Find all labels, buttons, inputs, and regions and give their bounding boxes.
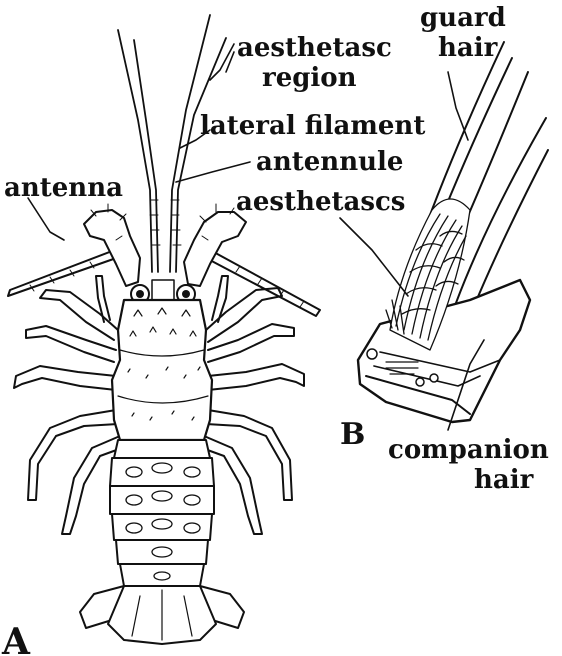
label-aesthetasc-region-line2: region — [262, 63, 357, 93]
carapace — [112, 300, 212, 440]
abdomen — [110, 440, 214, 586]
panel-letter-b: B — [340, 417, 365, 452]
walking-legs-right — [202, 276, 304, 534]
label-antenna: antenna — [4, 173, 123, 203]
label-aesthetascs: aesthetascs — [236, 187, 405, 217]
walking-legs-left — [14, 276, 122, 534]
label-lateral-filament: lateral filament — [200, 111, 425, 141]
antennal-base-left — [84, 210, 140, 286]
label-companion-hair-line2: hair — [474, 465, 534, 495]
label-guard-hair-line1: guard — [420, 3, 506, 33]
label-guard-hair-line2: hair — [438, 33, 498, 63]
label-antennule: antennule — [256, 147, 403, 177]
lobster-illustration — [8, 15, 320, 644]
tail-fan — [80, 586, 244, 644]
antennule-segment-illustration — [358, 42, 548, 422]
antenna-left — [8, 248, 122, 296]
label-companion-hair-line1: companion — [388, 435, 549, 465]
label-aesthetasc-region-line1: aesthetasc — [237, 33, 392, 63]
panel-letter-a: A — [1, 621, 31, 656]
